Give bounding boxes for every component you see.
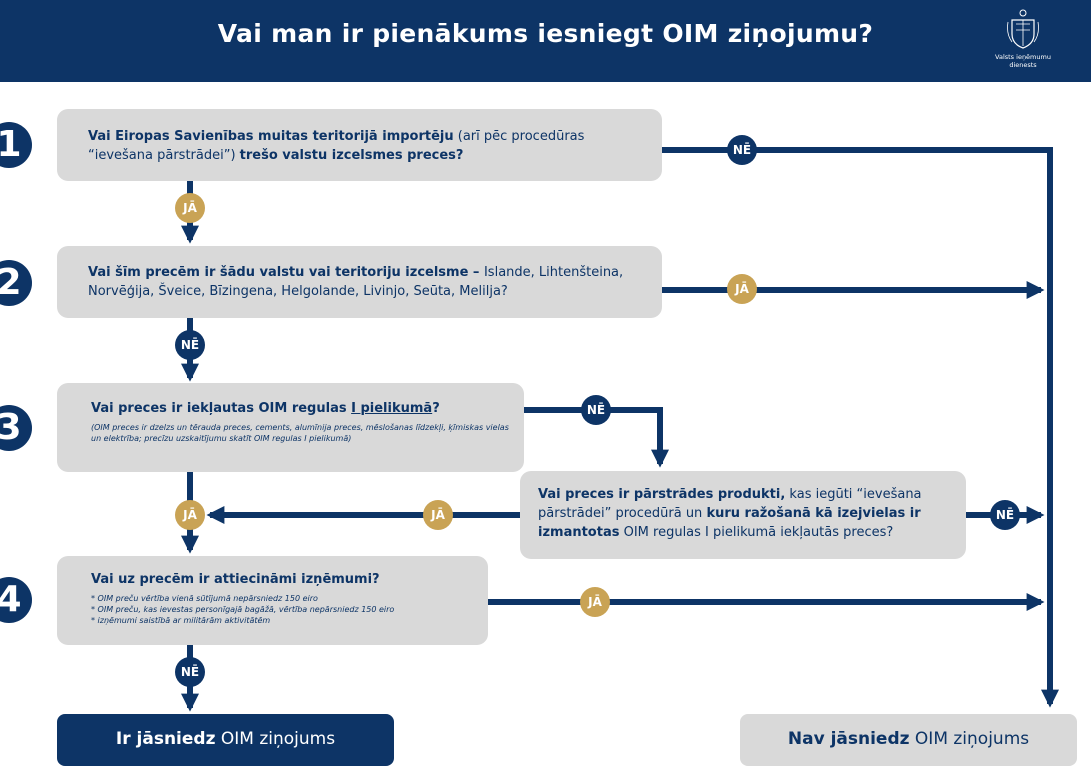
badge-no-3b: NĒ (990, 500, 1020, 530)
question-box-1: Vai Eiropas Savienības muitas teritorijā… (57, 109, 662, 181)
question-text-2: Vai šīm precēm ir šādu valstu vai terito… (88, 265, 624, 299)
logo-text: Valsts ieņēmumu dienests (995, 53, 1051, 69)
badge-no-2: NĒ (175, 330, 205, 360)
badge-yes-3: JĀ (175, 500, 205, 530)
question-box-4: Vai uz precēm ir attiecināmi izņēmumi? *… (57, 556, 488, 645)
badge-yes-4: JĀ (580, 587, 610, 617)
question-text-4: Vai uz precēm ir attiecināmi izņēmumi? (91, 572, 380, 587)
badge-no-4: NĒ (175, 657, 205, 687)
badge-yes-1: JĀ (175, 193, 205, 223)
step-number-2: 2 (0, 260, 32, 306)
page-title: Vai man ir pienākums iesniegt OIM ziņoju… (217, 19, 874, 48)
question-box-3: Vai preces ir iekļautas OIM regulas I pi… (57, 383, 524, 472)
header-bar: Vai man ir pienākums iesniegt OIM ziņoju… (0, 0, 1091, 82)
question-note-3: (OIM preces ir dzelzs un tērauda preces,… (91, 423, 509, 443)
badge-yes-3b: JĀ (423, 500, 453, 530)
coat-of-arms-icon (1007, 9, 1039, 49)
question-text-1: Vai Eiropas Savienības muitas teritorijā… (88, 129, 585, 163)
arrow-3-no (524, 407, 669, 468)
question-text-3: Vai preces ir iekļautas OIM regulas I pi… (91, 401, 440, 416)
question-note-4: * OIM preču vērtība vienā sūtījumā nepār… (91, 594, 395, 625)
vid-logo: Valsts ieņēmumu dienests (990, 6, 1056, 76)
question-box-3b: Vai preces ir pārstrādes produkti, kas i… (520, 471, 966, 559)
badge-no-3: NĒ (581, 395, 611, 425)
badge-yes-2: JĀ (727, 274, 757, 304)
question-box-2: Vai šīm precēm ir šādu valstu vai terito… (57, 246, 662, 318)
step-number-3: 3 (0, 405, 32, 451)
question-text-3b: Vai preces ir pārstrādes produkti, kas i… (538, 487, 922, 540)
result-report-required: Ir jāsniedz OIM ziņojums (57, 714, 394, 766)
arrow-1-no (662, 147, 1059, 708)
result-report-not-required: Nav jāsniedz OIM ziņojums (740, 714, 1077, 766)
badge-no-1: NĒ (727, 135, 757, 165)
